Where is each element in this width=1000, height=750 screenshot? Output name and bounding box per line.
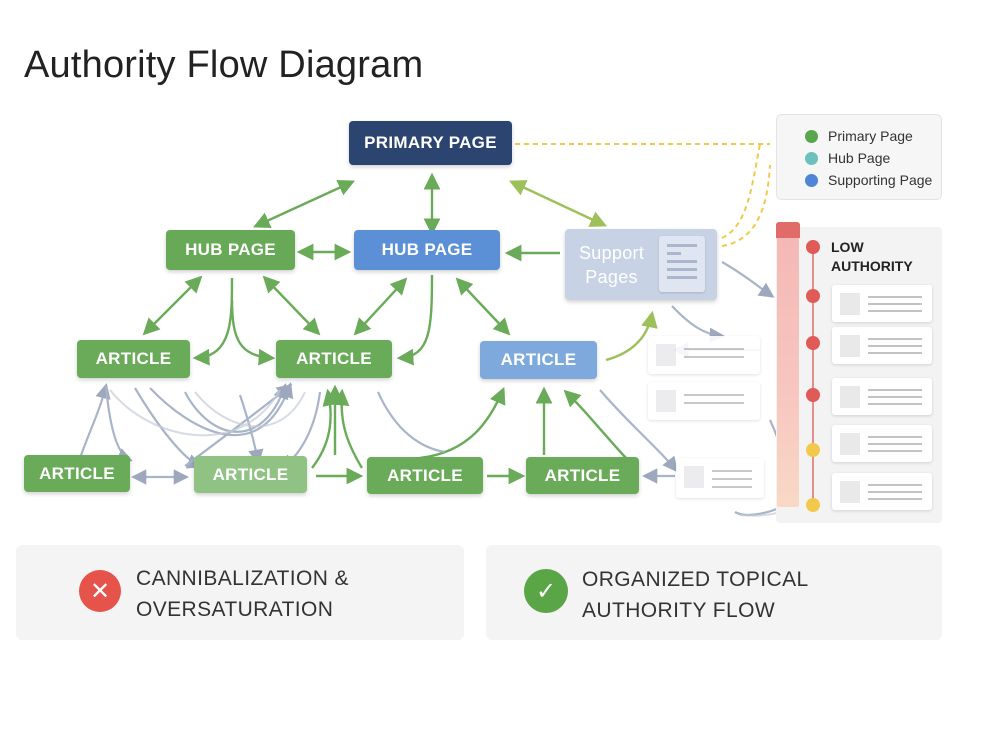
authority-dot xyxy=(806,336,820,350)
article-node-bottom-4[interactable]: ARTICLE xyxy=(526,457,639,494)
authority-scale-bar xyxy=(777,222,799,507)
support-pages-line2: Pages xyxy=(585,266,638,287)
authority-dot xyxy=(806,443,820,457)
legend-item: Supporting Page xyxy=(805,169,941,191)
outcome-bad-panel: ✕ CANNIBALIZATION & OVERSATURATION xyxy=(16,545,464,640)
dashed-connector xyxy=(515,143,771,247)
authority-doc-card xyxy=(832,285,932,322)
article-node-center[interactable]: ARTICLE xyxy=(276,340,392,378)
legend-label: Primary Page xyxy=(828,128,913,144)
light-green-arrows xyxy=(508,180,658,362)
legend-dot-supporting xyxy=(805,173,818,187)
article-node-right[interactable]: ARTICLE xyxy=(480,341,597,379)
green-arrows xyxy=(142,172,627,485)
authority-scale-line xyxy=(812,240,814,510)
outcome-bad-text: CANNIBALIZATION & OVERSATURATION xyxy=(136,563,349,625)
primary-page-node[interactable]: PRIMARY PAGE xyxy=(349,121,512,165)
low-authority-line2: AUTHORITY xyxy=(831,258,913,274)
outcome-bad-line2: OVERSATURATION xyxy=(136,598,334,621)
document-icon xyxy=(659,236,705,292)
legend: Primary Page Hub Page Supporting Page xyxy=(776,114,942,200)
low-authority-label: LOW AUTHORITY xyxy=(831,238,913,276)
ghost-doc-card xyxy=(676,458,764,498)
outcome-bad-line1: CANNIBALIZATION & xyxy=(136,567,349,590)
legend-item: Primary Page xyxy=(805,125,941,147)
x-icon: ✕ xyxy=(79,570,121,612)
authority-dot xyxy=(806,498,820,512)
outcome-good-line1: ORGANIZED TOPICAL xyxy=(582,568,809,591)
authority-doc-card xyxy=(832,425,932,462)
article-node-bottom-2[interactable]: ARTICLE xyxy=(194,456,307,493)
ghost-doc-card xyxy=(648,336,760,374)
authority-dot xyxy=(806,240,820,254)
outcome-good-line2: AUTHORITY FLOW xyxy=(582,599,776,622)
legend-label: Supporting Page xyxy=(828,172,933,188)
outcome-good-panel: ✓ ORGANIZED TOPICAL AUTHORITY FLOW xyxy=(486,545,942,640)
support-pages-label: Support Pages xyxy=(579,241,644,289)
page-title: Authority Flow Diagram xyxy=(24,44,424,86)
hub-page-node-left[interactable]: HUB PAGE xyxy=(166,230,295,270)
legend-item: Hub Page xyxy=(805,147,941,169)
authority-dot xyxy=(806,388,820,402)
authority-doc-card xyxy=(832,473,932,510)
legend-dot-primary xyxy=(805,129,818,143)
authority-dot xyxy=(806,289,820,303)
hub-page-node-center[interactable]: HUB PAGE xyxy=(354,230,500,270)
legend-label: Hub Page xyxy=(828,150,891,166)
outcome-good-text: ORGANIZED TOPICAL AUTHORITY FLOW xyxy=(582,564,809,626)
support-pages-line1: Support xyxy=(579,242,645,263)
article-node-bottom-3[interactable]: ARTICLE xyxy=(367,457,483,494)
ghost-doc-card xyxy=(648,382,760,420)
low-authority-line1: LOW xyxy=(831,239,864,255)
check-icon: ✓ xyxy=(524,569,568,613)
authority-scale-cap xyxy=(776,222,800,238)
support-pages-node[interactable]: Support Pages xyxy=(565,229,717,300)
article-node-bottom-1[interactable]: ARTICLE xyxy=(24,455,130,492)
authority-doc-card xyxy=(832,327,932,364)
legend-dot-hub xyxy=(805,151,818,165)
article-node-left[interactable]: ARTICLE xyxy=(77,340,190,378)
authority-doc-card xyxy=(832,378,932,415)
